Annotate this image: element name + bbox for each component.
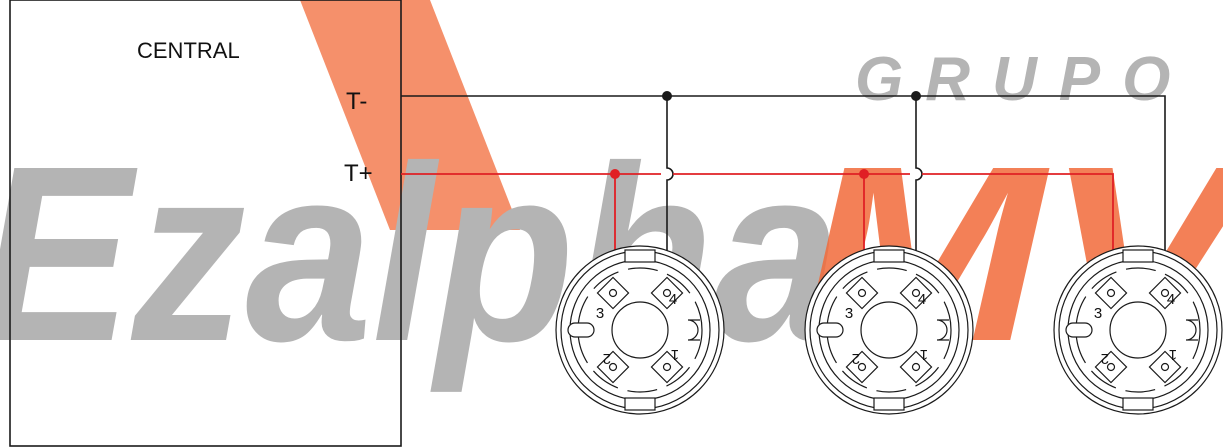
terminal-number: 1 <box>671 346 679 363</box>
detector-base: 3 4 2 1 <box>1053 245 1223 415</box>
terminal-number: 4 <box>1167 291 1175 308</box>
terminal-number: 1 <box>920 346 928 363</box>
base-tab <box>1122 397 1154 411</box>
terminal-number: 3 <box>1094 305 1102 322</box>
watermark-orange-slash <box>300 0 520 230</box>
terminal-screw <box>911 288 921 298</box>
terminal-screw <box>608 362 618 372</box>
base-center-hole <box>1109 301 1167 359</box>
terminal-number: 3 <box>845 305 853 322</box>
detector-base: 3 4 2 1 <box>555 245 725 415</box>
mounting-slot <box>1065 322 1093 338</box>
positive-junction-2 <box>859 169 869 179</box>
base-tab <box>873 249 905 263</box>
positive-bus-wire <box>401 173 1114 293</box>
terminal-screw <box>662 362 672 372</box>
mounting-slot <box>1185 319 1198 341</box>
terminal-screw <box>857 288 867 298</box>
central-label: CENTRAL <box>137 38 240 63</box>
negative-junction-2 <box>911 91 921 101</box>
base-ring <box>1075 267 1201 393</box>
mounting-slot <box>687 319 700 341</box>
terminal-number: 2 <box>852 350 860 367</box>
base-center-hole <box>860 301 918 359</box>
base-center-hole <box>611 301 669 359</box>
terminal-number: 2 <box>1101 350 1109 367</box>
negative-bus-wire <box>401 95 1166 292</box>
terminal-number: 2 <box>603 350 611 367</box>
positive-junction-1 <box>610 169 620 179</box>
negative-junction-1 <box>662 91 672 101</box>
base-tab <box>1122 249 1154 263</box>
base-tab <box>873 397 905 411</box>
detector-base: 3 4 2 1 <box>804 245 974 415</box>
base-tab <box>624 249 656 263</box>
base-ring <box>826 267 952 393</box>
watermark-group-word: GRUPO <box>855 45 1192 114</box>
base-ring <box>577 267 703 393</box>
terminal-screw <box>608 288 618 298</box>
terminal-screw <box>911 362 921 372</box>
terminal-screw <box>662 288 672 298</box>
terminal-negative-label: T- <box>346 88 368 115</box>
terminal-number: 1 <box>1169 346 1177 363</box>
terminal-positive-label: T+ <box>344 160 373 187</box>
detector-bases: 3 4 2 1 3 4 2 1 3 4 2 1 <box>555 245 1223 415</box>
central-panel <box>9 0 402 447</box>
terminal-number: 3 <box>596 305 604 322</box>
base-tab <box>624 397 656 411</box>
terminal-screw <box>1106 362 1116 372</box>
mounting-slot <box>816 322 844 338</box>
mounting-slot <box>936 319 949 341</box>
terminal-screw <box>1106 288 1116 298</box>
terminal-number: 4 <box>918 291 926 308</box>
terminal-number: 4 <box>669 291 677 308</box>
mounting-slot <box>567 322 595 338</box>
terminal-screw <box>1160 362 1170 372</box>
terminal-screw <box>1160 288 1170 298</box>
terminal-screw <box>857 362 867 372</box>
